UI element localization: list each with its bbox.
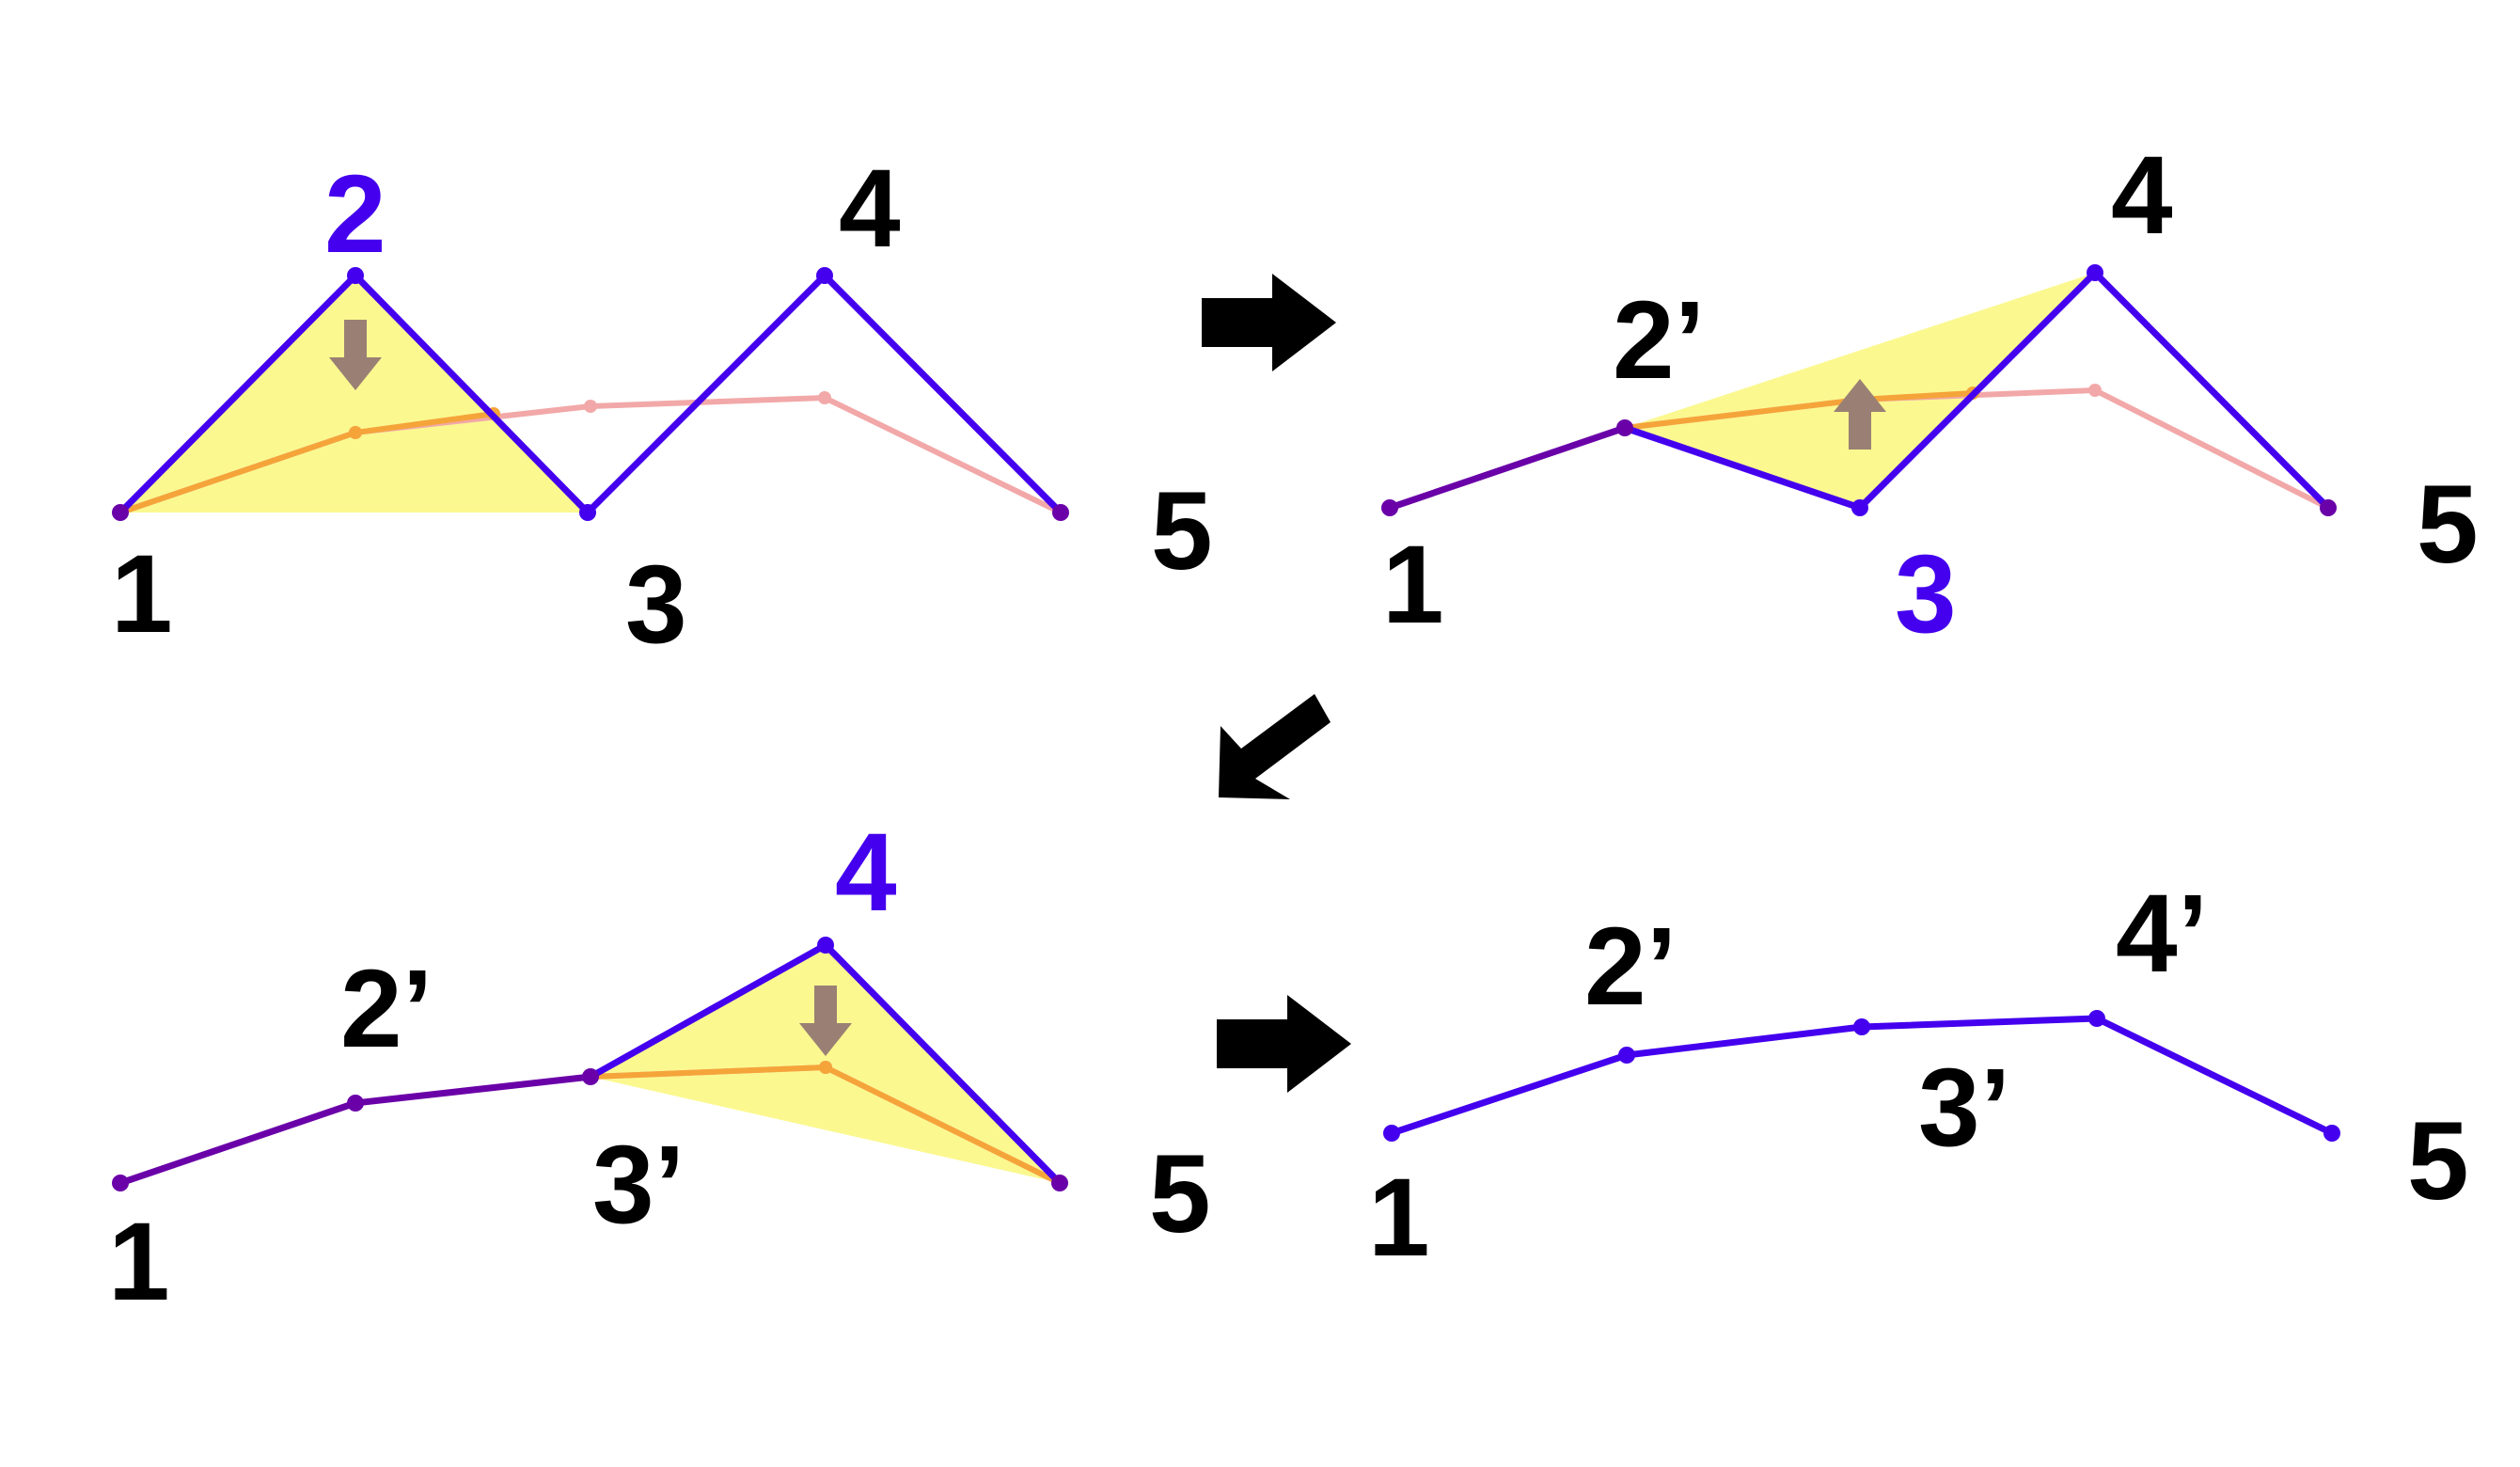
vertex-point — [1381, 499, 1398, 516]
target-point — [819, 1061, 832, 1074]
polyline-segment — [1386, 424, 1629, 512]
polyline-segment — [1388, 1051, 1630, 1137]
move-down-arrow-icon — [329, 320, 382, 390]
target-point — [349, 426, 362, 439]
target-point — [584, 400, 597, 413]
vertex-label-3: 3’ — [1918, 1046, 2010, 1170]
vertex-label-2: 2’ — [340, 947, 433, 1071]
vertex-point — [2320, 499, 2337, 516]
vertex-point — [1052, 504, 1069, 521]
vertex-point — [1618, 1047, 1635, 1064]
vertex-label-5: 5 — [2417, 463, 2479, 587]
vertex-point — [347, 267, 364, 284]
vertex-label-2: 2 — [324, 152, 386, 276]
highlight-triangle — [120, 276, 588, 513]
vertex-point — [1616, 419, 1633, 436]
polyline-segment — [1621, 424, 1864, 512]
vertex-point — [2323, 1125, 2340, 1142]
vertex-label-3: 3 — [1895, 532, 1957, 656]
next-step-down-left-arrow-icon — [1219, 694, 1331, 799]
vertex-point — [816, 267, 833, 284]
vertex-point — [1851, 499, 1868, 516]
vertex-point — [347, 1095, 364, 1112]
move-down-arrow-icon — [799, 986, 852, 1056]
vertex-point — [1051, 1175, 1068, 1191]
polyline-segment — [1623, 1023, 1866, 1059]
polyline-segment — [587, 941, 829, 1081]
polyline-segment — [822, 941, 1063, 1187]
next-step-right-arrow-icon — [1202, 274, 1336, 371]
vertex-point — [112, 1175, 129, 1191]
vertex-label-1: 1 — [1368, 1156, 1430, 1280]
flow-arrows — [1202, 274, 1351, 1093]
vertex-label-4: 4’ — [2116, 872, 2208, 996]
vertex-point — [1853, 1018, 1870, 1035]
vertex-label-1: 1 — [111, 532, 173, 656]
target-point — [2088, 384, 2102, 397]
vertex-point — [582, 1068, 599, 1085]
vertex-point — [1383, 1125, 1400, 1142]
vertex-label-4: 4 — [835, 811, 897, 935]
vertex-label-3: 3 — [625, 543, 687, 667]
polyline-segment — [584, 272, 828, 516]
vertex-label-4: 4 — [839, 147, 901, 271]
vertex-label-1: 1 — [108, 1200, 170, 1324]
polyline-segment — [352, 272, 591, 516]
vertex-point — [817, 937, 834, 954]
vertex-point — [112, 504, 129, 521]
step-2-panel: 1 2’ 3 4 5 — [1381, 134, 2479, 656]
polyline-segment — [2093, 1015, 2336, 1137]
vertex-label-5: 5 — [1149, 1132, 1211, 1256]
step-3-panel: 1 2’ 3’ 4 5 — [108, 811, 1211, 1324]
vertex-label-5: 5 — [1151, 469, 1213, 593]
vertex-label-1: 1 — [1382, 523, 1444, 647]
vertex-point — [579, 504, 596, 521]
target-point — [818, 391, 831, 404]
vertex-label-4: 4 — [2111, 134, 2173, 258]
polyline-segment — [352, 1073, 594, 1107]
vertex-label-2: 2’ — [1613, 278, 1705, 402]
step-1-panel: 1 2 3 4 5 — [111, 147, 1213, 667]
step-4-panel: 1 2’ 3’ 4’ 5 — [1368, 872, 2469, 1280]
vertex-label-5: 5 — [2407, 1099, 2469, 1223]
next-step-right-arrow-icon — [1217, 995, 1351, 1093]
polyline-segment — [1858, 1015, 2101, 1031]
polyline-segment — [821, 272, 1064, 516]
polyline-segment — [117, 272, 359, 516]
polyline-segment — [1856, 269, 2099, 512]
vertex-label-3: 3’ — [592, 1123, 685, 1247]
polyline-segment — [2091, 269, 2332, 512]
polyline-segment — [117, 1099, 359, 1187]
vertex-point — [2088, 1010, 2105, 1027]
vertex-point — [2087, 264, 2103, 281]
vertex-label-2: 2’ — [1584, 905, 1677, 1029]
move-up-arrow-icon — [1834, 379, 1886, 450]
